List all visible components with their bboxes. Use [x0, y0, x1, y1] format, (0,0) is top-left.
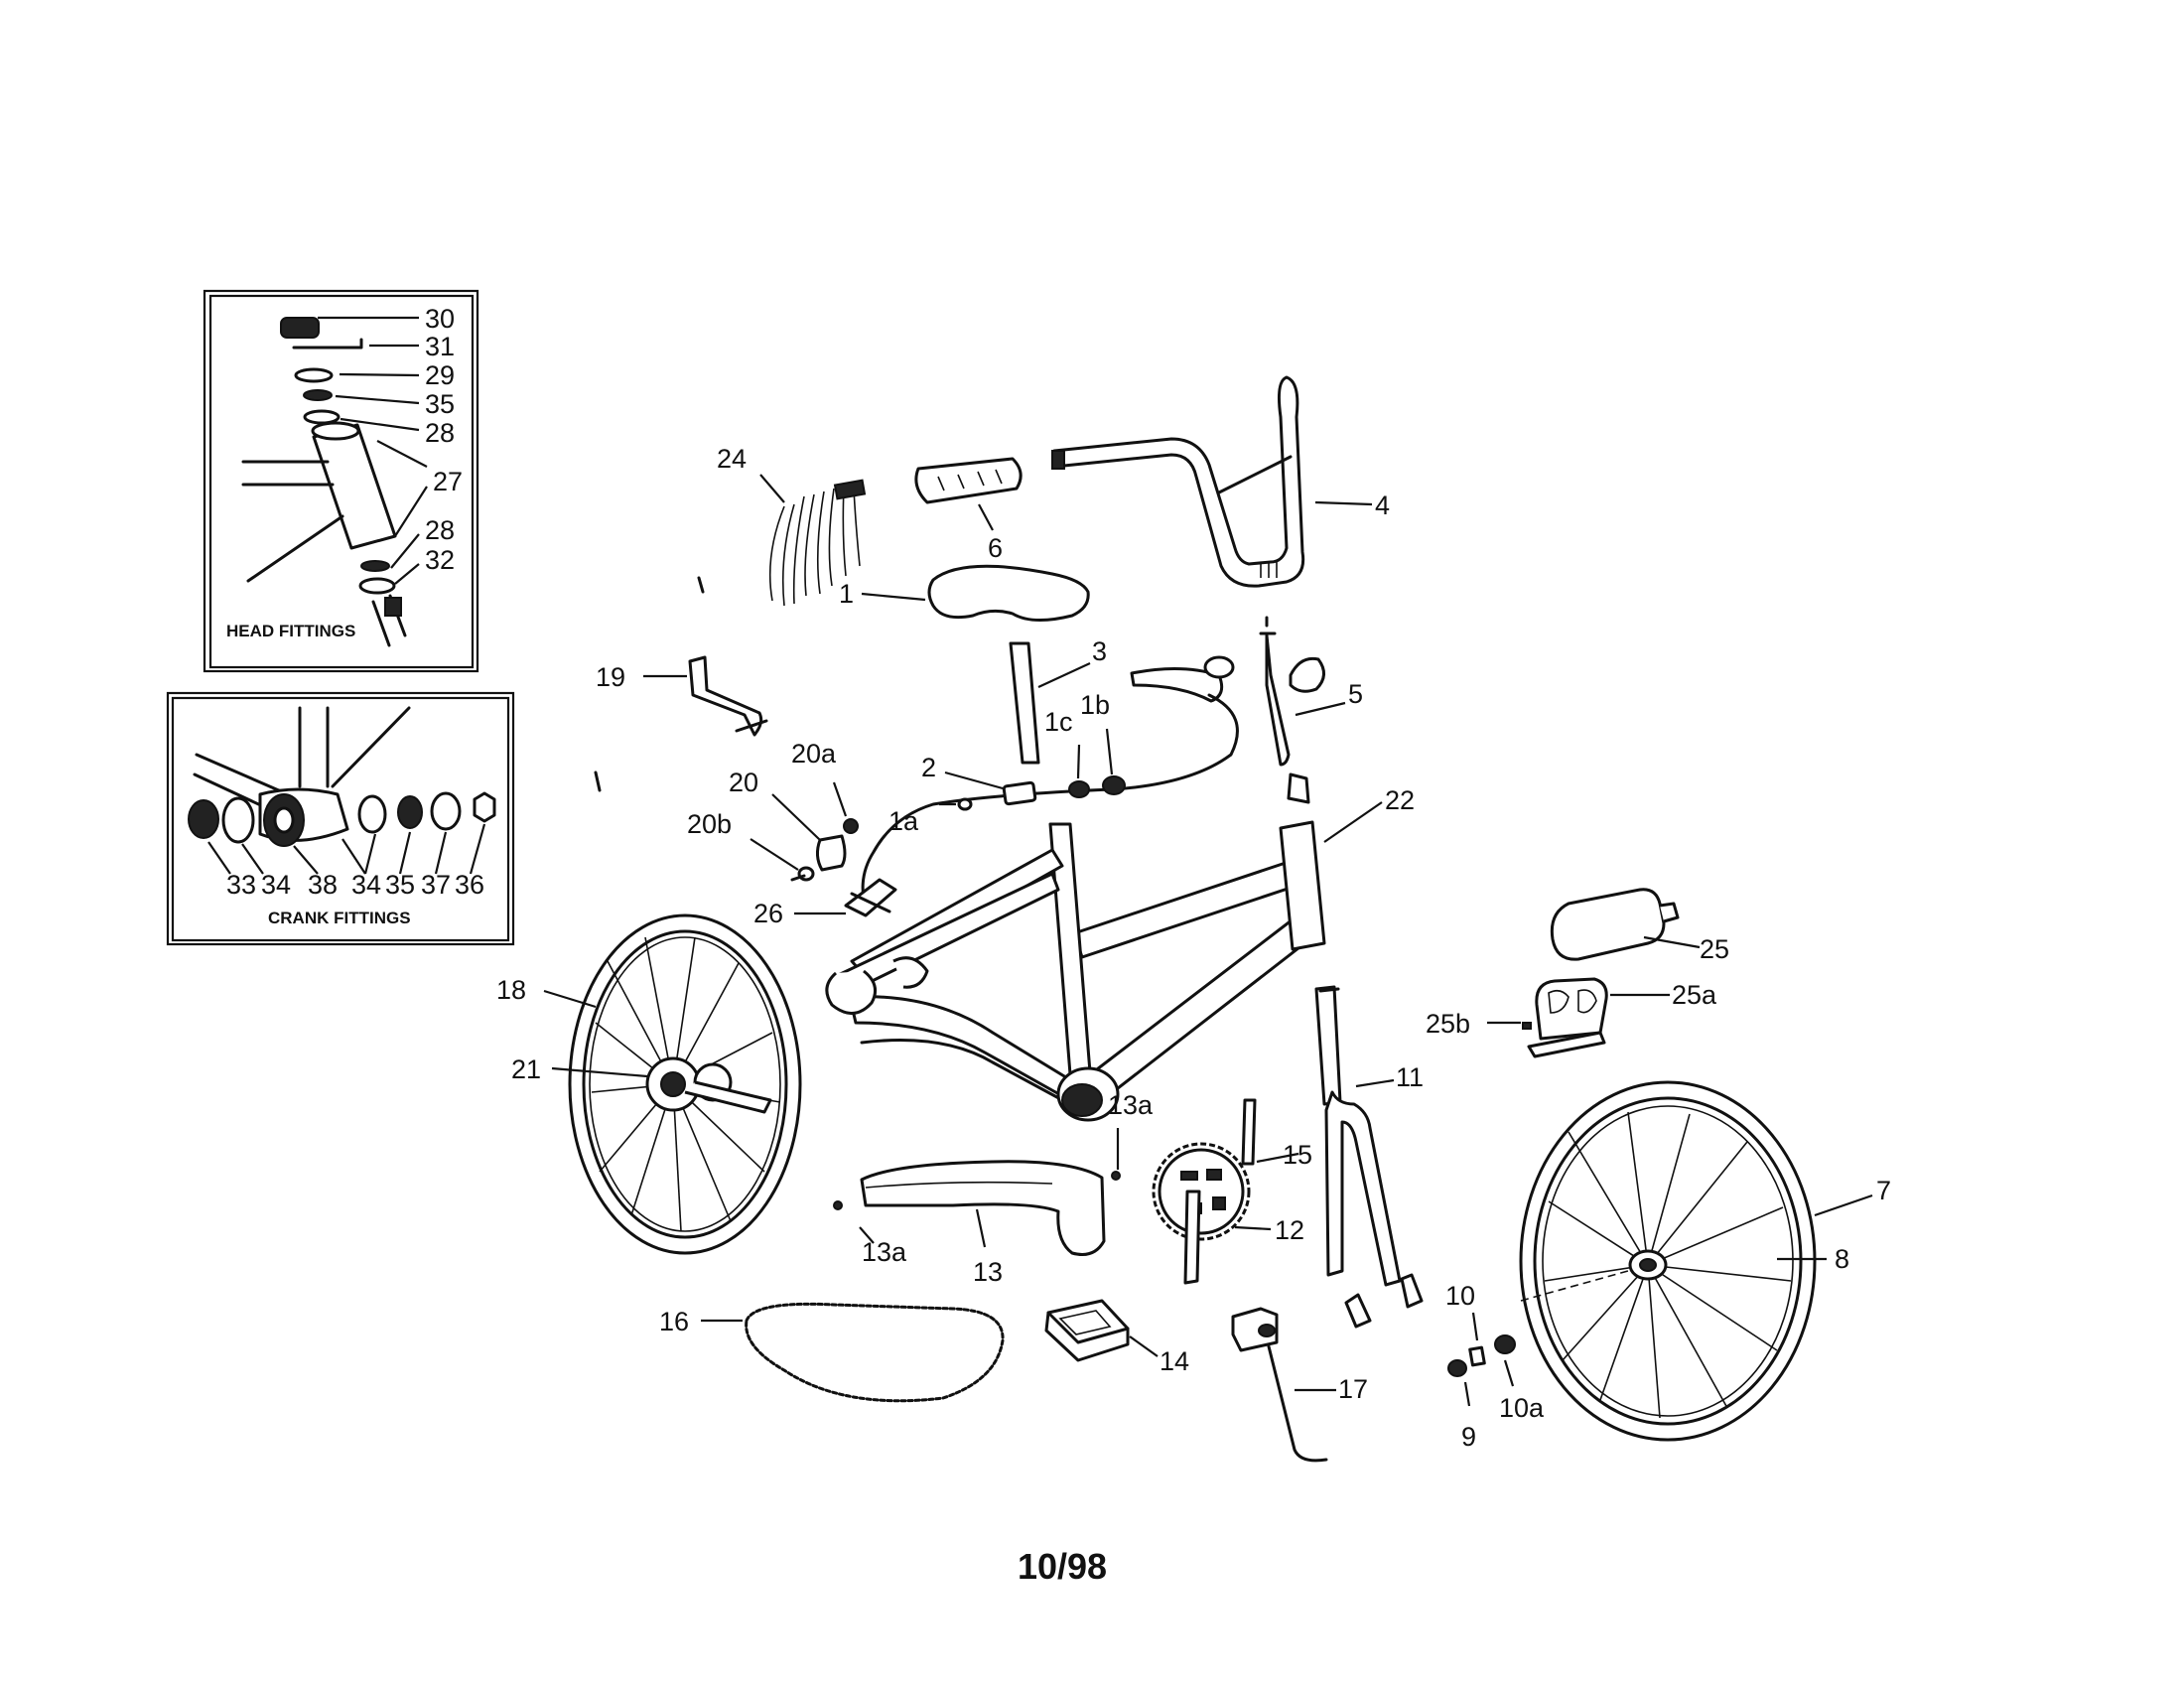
handlebar-icon [1051, 375, 1305, 588]
callout-27: 27 [433, 467, 463, 496]
callout-38: 38 [308, 870, 338, 900]
callout-1: 1 [839, 579, 854, 609]
frame-icon [825, 820, 1326, 1122]
chain-icon [745, 1302, 1005, 1403]
seat-clamp-parts-icon [957, 775, 1126, 811]
callout-18: 18 [496, 975, 526, 1005]
callout-12: 12 [1275, 1215, 1304, 1245]
callout-30: 30 [425, 304, 455, 334]
callout-7: 7 [1876, 1176, 1891, 1205]
callout-33: 33 [226, 870, 256, 900]
callout-5: 5 [1348, 679, 1363, 709]
callout-32: 32 [425, 545, 455, 575]
callout-24: 24 [717, 444, 747, 474]
front-wheel-icon [1519, 1080, 1817, 1442]
callout-31: 31 [425, 332, 455, 361]
callout-37: 37 [421, 870, 451, 900]
callout-16: 16 [659, 1307, 689, 1336]
callout-20a: 20a [791, 739, 837, 769]
grip-icon [914, 457, 1023, 504]
callout-1c: 1c [1044, 707, 1073, 737]
chainwheel-icon [1152, 1142, 1251, 1241]
rear-wheel-icon [568, 913, 802, 1255]
kickstand-icon [1231, 1307, 1328, 1463]
callout-13a-bottom: 13a [862, 1237, 907, 1267]
head-fittings-parts-icon [241, 317, 407, 647]
callout-34-right: 34 [351, 870, 381, 900]
reflector-bracket-icon [688, 655, 768, 737]
small-bolt-icon [594, 771, 602, 792]
callout-1b: 1b [1080, 690, 1110, 720]
bottom-bracket-parts-icon [188, 706, 496, 847]
callout-34-left: 34 [261, 870, 291, 900]
callout-28-upper: 28 [425, 418, 455, 448]
callout-13: 13 [973, 1257, 1003, 1287]
callout-15: 15 [1283, 1140, 1312, 1170]
callout-14: 14 [1160, 1346, 1189, 1376]
callout-25a: 25a [1672, 980, 1717, 1010]
fork-icon [1314, 985, 1424, 1329]
callout-9: 9 [1461, 1422, 1476, 1452]
seat-icon [927, 564, 1090, 622]
chain-guard-icon [860, 1160, 1106, 1256]
crank-fittings-inset: 33 34 38 34 35 37 36 CRANK FITTINGS [166, 691, 515, 946]
callout-20b: 20b [687, 809, 732, 839]
callout-36: 36 [455, 870, 484, 900]
bottle-cage-icon [1522, 977, 1608, 1058]
small-bolt-icon [697, 576, 705, 594]
brake-caliper-icon [1259, 616, 1325, 804]
seat-post-icon [1009, 641, 1040, 765]
callout-26: 26 [753, 899, 783, 928]
callout-35-crank: 35 [385, 870, 415, 900]
callout-25: 25 [1700, 934, 1729, 964]
callout-4: 4 [1375, 491, 1390, 520]
crank-fittings-title: CRANK FITTINGS [268, 909, 411, 927]
callout-25b: 25b [1426, 1009, 1470, 1039]
reflector-mount-icon [790, 818, 859, 882]
date-code: 10/98 [1018, 1546, 1107, 1587]
head-fittings-inset: 30 31 29 35 28 27 28 32 HEAD FITTINGS [203, 289, 479, 673]
callout-35: 35 [425, 389, 455, 419]
callout-3: 3 [1092, 636, 1107, 666]
callout-20: 20 [729, 768, 758, 797]
callout-28-lower: 28 [425, 515, 455, 545]
callout-10: 10 [1445, 1281, 1475, 1311]
head-fittings-title: HEAD FITTINGS [226, 622, 355, 640]
callout-21: 21 [511, 1054, 541, 1084]
brake-lever-icon [861, 655, 1239, 901]
callout-2: 2 [921, 753, 936, 782]
water-bottle-icon [1550, 888, 1680, 961]
callout-6: 6 [988, 533, 1003, 563]
callout-29: 29 [425, 360, 455, 390]
callout-10a: 10a [1499, 1393, 1545, 1423]
crank-arm-icon [1183, 1098, 1257, 1285]
callout-19: 19 [596, 662, 625, 692]
axle-nuts-icon [1447, 1334, 1516, 1377]
callout-8: 8 [1835, 1244, 1849, 1274]
rear-brake-icon [844, 878, 897, 917]
callout-13a-top: 13a [1108, 1090, 1154, 1120]
streamers-icon [768, 479, 867, 607]
callout-17: 17 [1338, 1374, 1368, 1404]
callout-11: 11 [1396, 1062, 1424, 1092]
pedal-icon [1044, 1299, 1130, 1362]
callout-22: 22 [1385, 785, 1415, 815]
callout-1a: 1a [888, 806, 919, 836]
